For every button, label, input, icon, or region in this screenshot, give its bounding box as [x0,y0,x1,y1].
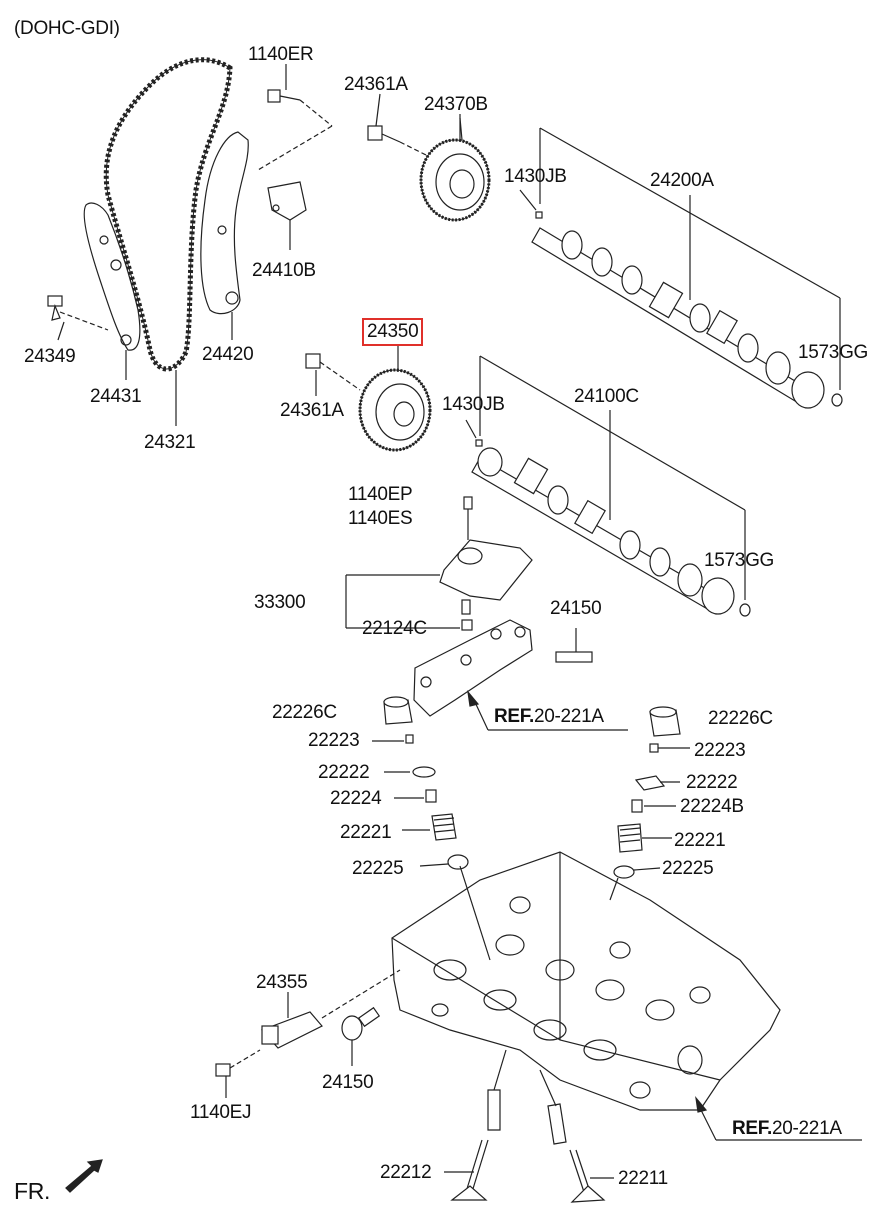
part-label-22224: 22224 [330,788,382,809]
part-label-22221-right: 22221 [674,830,726,851]
bolt-24349 [47,295,109,331]
engine-type-label: (DOHC-GDI) [14,18,120,39]
part-label-24431: 24431 [90,386,142,407]
bolt-1140er [257,89,333,171]
part-label-22222-right: 22222 [686,772,738,793]
chain-guide [200,131,249,315]
leader-line [465,419,477,439]
part-label-1140er: 1140ER [248,44,314,65]
tensioner-24410b [267,181,307,250]
part-label-22223-right: 22223 [694,740,746,761]
front-direction-label: FR. [14,1178,51,1204]
part-label-1573gg-mid: 1573GG [704,550,775,571]
bolt-24150-bottom [341,1006,381,1066]
ref-prefix: REF. [732,1118,772,1139]
valve-train-left [372,696,469,870]
part-label-22225-right: 22225 [662,858,714,879]
ref-label-2[interactable]: REF.20-221A [732,1118,842,1140]
part-label-22212: 22212 [380,1162,432,1183]
bolt-24361a-top [367,125,429,157]
part-label-1430jb-mid: 1430JB [442,394,505,415]
timing-chain [103,57,233,372]
ref-label-1[interactable]: REF.20-221A [494,706,604,728]
part-label-24355: 24355 [256,972,308,993]
cvvt-sprocket-exhaust [419,117,491,222]
front-arrow-icon [65,1159,103,1193]
part-label-22221-left: 22221 [340,822,392,843]
part-label-24150-bottom: 24150 [322,1072,374,1093]
part-label-22211: 22211 [618,1168,668,1189]
ref-arrow-1 [467,689,628,731]
tensioner-arm [83,202,141,351]
ref-prefix: REF. [494,706,534,727]
ref-number: 20-221A [771,1118,842,1139]
bolt-24150-top [555,628,593,663]
part-label-24321: 24321 [144,432,196,453]
part-label-1140ep: 1140EP [348,484,413,505]
bolt-1140ej [215,1049,261,1098]
cylinder-head [391,851,781,1111]
part-label-1430jb-top: 1430JB [504,166,567,187]
part-label-24100c: 24100C [574,386,639,407]
part-label-22222-left: 22222 [318,762,370,783]
bolt-24361a-mid [305,353,361,391]
camshaft-bracket [413,619,533,717]
part-label-22226c-right: 22226C [708,708,773,729]
part-label-22225-left: 22225 [352,858,404,879]
valve-guides [487,1049,567,1145]
part-label-1140ej: 1140EJ [190,1102,252,1123]
part-label-22224b: 22224B [680,796,744,817]
part-label-24370b: 24370B [424,94,488,115]
part-label-24420: 24420 [202,344,254,365]
ref-number: 20-221A [533,706,604,727]
ref-arrow-2 [695,1095,862,1141]
part-label-24349: 24349 [24,346,76,367]
part-label-22226c-left: 22226C [272,702,337,723]
part-label-1573gg-top: 1573GG [798,342,869,363]
leader-line [519,189,537,211]
oil-control-valve-24355 [260,969,401,1049]
camshaft-24200a [531,211,843,409]
part-label-24410b: 24410B [252,260,316,281]
part-label-22124c: 22124C [362,618,427,639]
part-label-24361a-top: 24361A [344,74,408,95]
leader-line [479,355,746,511]
fuel-pump-housing-33300 [345,496,533,629]
part-label-1140es: 1140ES [348,508,413,529]
valve-train-right [613,706,690,879]
part-label-24150-top: 24150 [550,598,602,619]
part-label-22223-left: 22223 [308,730,360,751]
valves [444,1139,614,1203]
part-label-24361a-mid: 24361A [280,400,344,421]
camshaft-24100c [471,439,751,617]
part-label-24200a: 24200A [650,170,714,191]
cvvt-sprocket-intake [358,344,432,452]
part-label-24350-highlighted[interactable]: 24350 [362,318,424,346]
label-leaders [57,64,461,426]
part-label-33300: 33300 [254,592,306,613]
